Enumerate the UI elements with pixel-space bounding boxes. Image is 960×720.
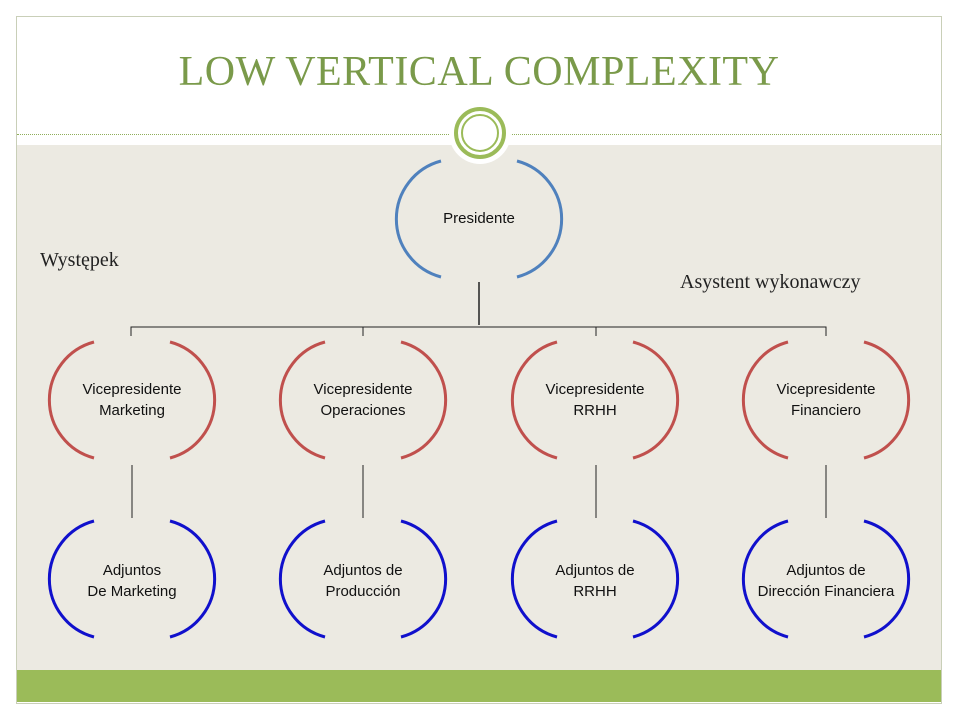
connectors xyxy=(130,282,827,518)
adjunct-label-line: RRHH xyxy=(573,583,617,600)
vp-label-marketing: Vicepresidente Marketing xyxy=(52,379,212,421)
adjunct-label-line: Dirección Financiera xyxy=(757,583,895,600)
vp-label-line: Vicepresidente xyxy=(313,381,413,398)
president-node xyxy=(394,159,564,279)
adjunct-label-line: Adjuntos xyxy=(102,562,162,579)
vp-label-line: Vicepresidente xyxy=(776,381,876,398)
vp-label-operaciones: Vicepresidente Operaciones xyxy=(283,379,443,421)
vp-label-rrhh: Vicepresidente RRHH xyxy=(515,379,675,421)
adjunct-label-financiera: Adjuntos de Dirección Financiera xyxy=(736,560,916,602)
vp-label-line: Vicepresidente xyxy=(545,381,645,398)
vp-label-line: RRHH xyxy=(573,402,617,419)
adjunct-label-produccion: Adjuntos de Producción xyxy=(283,560,443,602)
vp-nodes xyxy=(47,340,911,460)
president-label: Presidente xyxy=(443,210,515,227)
adjunct-nodes xyxy=(47,519,911,639)
vp-label-line: Vicepresidente xyxy=(82,381,182,398)
footer-bar xyxy=(17,670,941,702)
slide-frame xyxy=(16,16,942,704)
vp-label-line: Operaciones xyxy=(320,402,406,419)
adjunct-label-rrhh: Adjuntos de RRHH xyxy=(515,560,675,602)
left-annotation: Występek xyxy=(40,249,119,271)
vp-label-line: Financiero xyxy=(790,402,862,419)
adjunct-label-line: Adjuntos de xyxy=(323,562,403,579)
vp-label-line: Marketing xyxy=(99,402,165,419)
adjunct-label-marketing: Adjuntos De Marketing xyxy=(52,560,212,602)
adjunct-label-line: Producción xyxy=(325,583,401,600)
adjunct-label-line: De Marketing xyxy=(87,583,177,600)
right-annotation: Asystent wykonawczy xyxy=(680,271,861,293)
content-area xyxy=(17,145,941,670)
adjunct-label-line: Adjuntos de xyxy=(555,562,635,579)
slide-title: LOW VERTICAL COMPLEXITY xyxy=(178,49,780,95)
vp-label-financiero: Vicepresidente Financiero xyxy=(746,379,906,421)
connector-branch xyxy=(130,326,827,336)
ring-ornament xyxy=(449,102,511,164)
adjunct-label-line: Adjuntos de xyxy=(786,562,866,579)
